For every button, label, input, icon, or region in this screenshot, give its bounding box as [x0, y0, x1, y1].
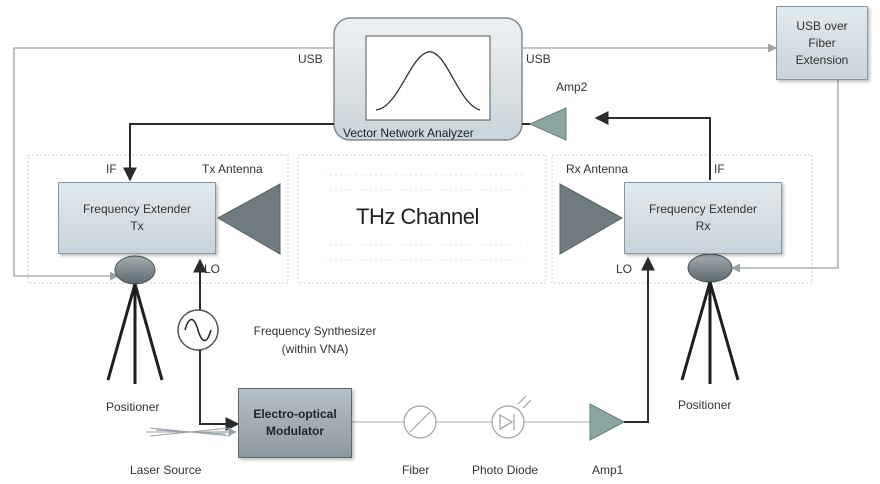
amp2-input-line [566, 118, 596, 124]
tx-frequency-extender-box: Frequency Extender Tx [58, 182, 216, 254]
amp1-label: Amp1 [592, 463, 624, 477]
usb-fiber-line1: USB over [796, 18, 848, 33]
rx-positioner-head [687, 253, 733, 283]
vna-curve [375, 51, 481, 111]
amp1-triangle [589, 403, 626, 441]
laser-source-label: Laser Source [130, 463, 202, 477]
rx-antenna-label: Rx Antenna [566, 162, 629, 176]
tx-frame [27, 154, 289, 284]
usb-fiber-line3: Extension [795, 52, 849, 67]
photo-diode-label: Photo Diode [472, 463, 539, 477]
fiber-label: Fiber [402, 463, 430, 477]
tx-positioner-label: Positioner [106, 400, 160, 414]
synth-to-eom-line [199, 350, 240, 431]
rx-if-label: IF [714, 162, 725, 176]
usb-left-line [13, 47, 334, 281]
synth-line1: Frequency Synthesizer [253, 324, 377, 338]
electro-optical-modulator-box: Electro-optical Modulator [238, 388, 352, 458]
tx-extender-line1: Frequency Extender [82, 202, 192, 216]
rx-positioner-label: Positioner [678, 398, 732, 412]
rx-lo-label: LO [616, 262, 633, 276]
usb-fiber-line2: Fiber [808, 35, 836, 50]
tx-antenna-triangle [216, 183, 281, 255]
amp2-triangle [528, 107, 567, 141]
tx-antenna-label: Tx Antenna [202, 162, 263, 176]
tx-if-label: IF [106, 162, 117, 176]
rx-extender-line2: Rx [695, 219, 711, 233]
channel-frame [297, 154, 547, 284]
rx-frequency-extender-box: Frequency Extender Rx [624, 182, 782, 254]
tx-lo-label: LO [204, 262, 221, 276]
usb-right-label: USB [526, 52, 551, 66]
fiber-icon-slash [409, 411, 431, 433]
usb-fiber-down-line [731, 80, 839, 273]
amp2-label: Amp2 [556, 80, 588, 94]
photo-diode-icon [491, 405, 525, 439]
vna-screen [365, 35, 491, 121]
channel-texture [325, 174, 525, 261]
vna-label: Vector Network Analyzer [343, 126, 474, 140]
rx-extender-line1: Frequency Extender [648, 202, 758, 216]
amp1-to-rx-lo-line [624, 256, 655, 423]
rx-frame [551, 154, 813, 284]
vna-to-tx-if-line [123, 123, 334, 182]
usb-over-fiber-box: USB over Fiber Extension [776, 6, 868, 80]
rx-if-to-amp2-line [594, 111, 711, 180]
tx-extender-line2: Tx [130, 219, 144, 233]
sine-wave-icon [184, 318, 212, 342]
synth-label: Frequency Synthesizer (within VNA) [230, 322, 400, 358]
eom-line2: Modulator [266, 424, 324, 438]
usb-left-label: USB [298, 52, 323, 66]
tx-positioner-head [114, 255, 156, 285]
tx-positioner-legs [106, 283, 164, 384]
photo-diode-symbol [499, 395, 532, 431]
rx-antenna-triangle [559, 183, 624, 255]
eom-line1: Electro-optical [253, 407, 337, 421]
thz-channel-label: THz Channel [356, 204, 479, 229]
rx-positioner-legs [680, 281, 740, 384]
synth-line2: (within VNA) [281, 342, 349, 356]
